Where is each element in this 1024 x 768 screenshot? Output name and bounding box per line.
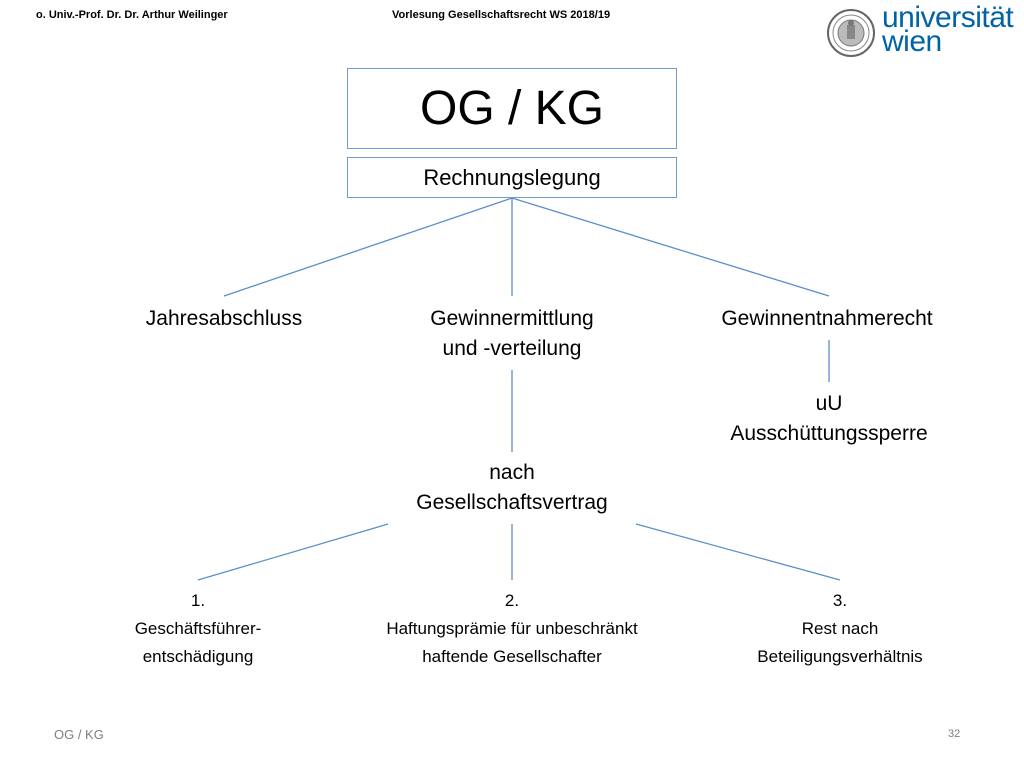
connector-sub-to-gewinnentnahmerecht (511, 197, 830, 297)
node-jahresabschluss: Jahresabschluss (146, 304, 302, 334)
header-lecture: Vorlesung Gesellschaftsrecht WS 2018/19 (392, 9, 611, 21)
node-line: 2. (504, 591, 520, 610)
node-line: und -verteilung (442, 337, 582, 360)
connector-nach-to-1 (197, 523, 389, 581)
node-line: Ausschüttungssperre (730, 422, 928, 445)
node-line: Gewinnentnahmerecht (721, 307, 933, 330)
node-rest: 3. Rest nach Beteiligungsverhältnis (757, 587, 922, 671)
node-line: entschädigung (142, 647, 254, 666)
node-line: nach (489, 461, 535, 484)
node-geschaeftsfuehrer: 1. Geschäftsführer- entschädigung (135, 587, 262, 671)
diagram-subtitle: Rechnungslegung (423, 164, 601, 190)
node-ausschuettungssperre: uU Ausschüttungssperre (730, 389, 927, 449)
diagram-title-box: OG / KG (347, 68, 677, 149)
page-number: 32 (948, 728, 961, 740)
footer-title: OG / KG (54, 727, 104, 742)
diagram-subtitle-box: Rechnungslegung (347, 157, 677, 198)
node-gesellschaftsvertrag: nach Gesellschaftsvertrag (416, 458, 607, 518)
logo-wordmark: universität wien (882, 1, 1014, 58)
node-line: Rest nach (801, 619, 879, 638)
logo-line-1: universität (882, 1, 1014, 34)
node-haftungspraemie: 2. Haftungsprämie für unbeschränkt hafte… (386, 587, 637, 671)
node-gewinnermittlung: Gewinnermittlung und -verteilung (430, 304, 593, 364)
university-logo: universität wien (826, 1, 1016, 66)
node-line: uU (815, 392, 843, 415)
node-line: Gewinnermittlung (430, 307, 594, 330)
node-line: Haftungsprämie für unbeschränkt (386, 619, 638, 638)
connector-nach-to-3 (635, 523, 841, 581)
logo-line-2: wien (882, 25, 942, 58)
node-line: Geschäftsführer- (134, 619, 262, 638)
node-line: Gesellschaftsvertrag (416, 491, 608, 514)
diagram-title: OG / KG (419, 82, 605, 135)
node-line: Beteiligungsverhältnis (757, 647, 923, 666)
node-line: 1. (190, 591, 206, 610)
node-gewinnentnahmerecht: Gewinnentnahmerecht (721, 304, 932, 334)
seal-icon (827, 9, 875, 57)
node-line: Jahresabschluss (145, 307, 303, 330)
connector-sub-to-jahresabschluss (223, 197, 513, 297)
node-line: 3. (832, 591, 848, 610)
header-author: o. Univ.-Prof. Dr. Dr. Arthur Weilinger (36, 9, 228, 21)
node-line: haftende Gesellschafter (422, 647, 602, 666)
